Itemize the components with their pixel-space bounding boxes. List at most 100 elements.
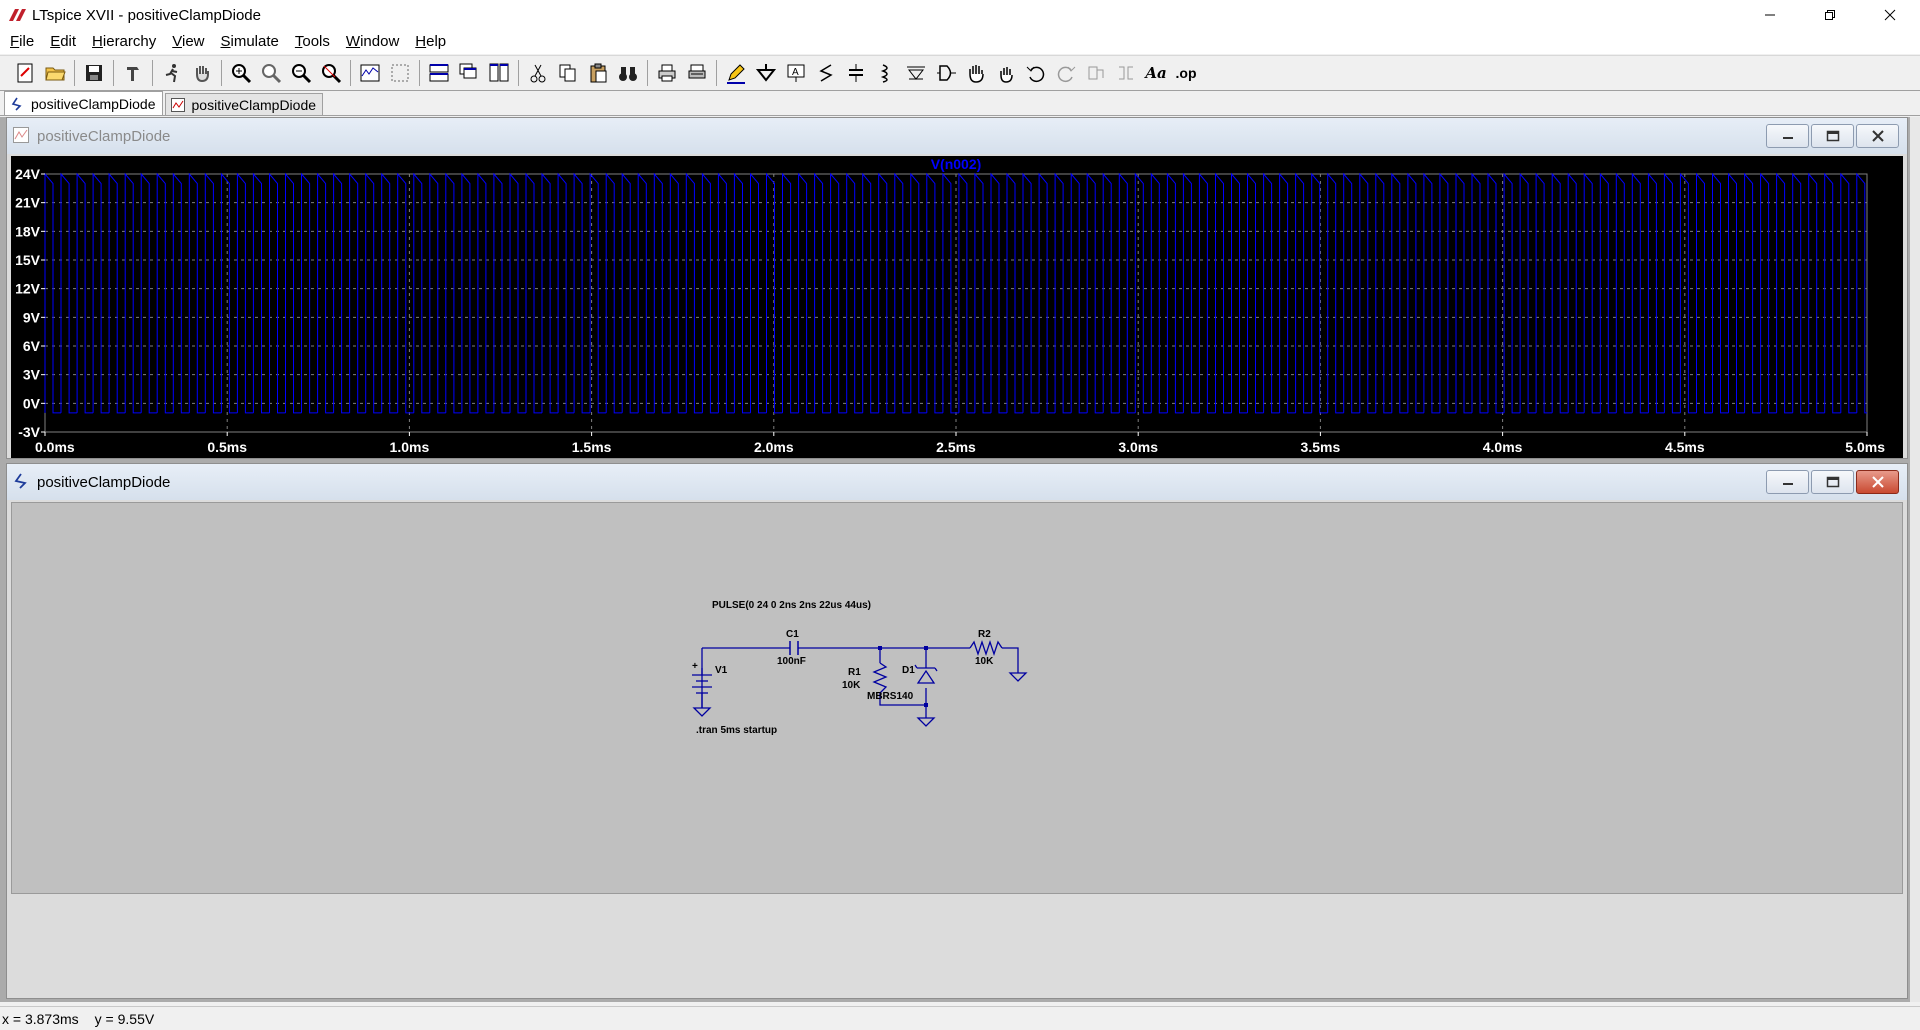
- schematic-minimize-button[interactable]: [1766, 470, 1809, 494]
- plot-minimize-button[interactable]: [1766, 124, 1809, 148]
- schematic-close-button[interactable]: [1856, 470, 1899, 494]
- tile-horizontal-icon: [429, 64, 449, 82]
- save-button[interactable]: [79, 58, 109, 88]
- menu-window[interactable]: Window: [345, 33, 400, 50]
- magnifier-icon: [262, 64, 282, 84]
- mark-data-button[interactable]: [385, 58, 415, 88]
- tile-horizontal-button[interactable]: [424, 58, 454, 88]
- menu-hierarchy[interactable]: Hierarchy: [92, 33, 157, 50]
- place-text-button[interactable]: Aa: [1141, 58, 1171, 88]
- cascade-button[interactable]: [454, 58, 484, 88]
- r1-label[interactable]: R1: [848, 667, 861, 678]
- trace-label[interactable]: V(n002): [931, 156, 982, 172]
- place-inductor-button[interactable]: [871, 58, 901, 88]
- schematic-maximize-button[interactable]: [1811, 470, 1854, 494]
- place-component-button[interactable]: [931, 58, 961, 88]
- pan-button[interactable]: [256, 58, 286, 88]
- print-button[interactable]: [652, 58, 682, 88]
- place-capacitor-button[interactable]: [841, 58, 871, 88]
- svg-text:+: +: [692, 661, 698, 672]
- r1-resistor[interactable]: [872, 662, 888, 694]
- halt-button[interactable]: [187, 58, 217, 88]
- trace-line[interactable]: [44, 172, 1867, 414]
- c1-capacitor[interactable]: [789, 641, 799, 655]
- hammer-icon: [127, 67, 139, 81]
- move-button[interactable]: [961, 58, 991, 88]
- printer-icon: [658, 64, 676, 82]
- minimize-button[interactable]: [1740, 0, 1800, 30]
- copy-button[interactable]: [553, 58, 583, 88]
- open-button[interactable]: [40, 58, 70, 88]
- plot-close-button[interactable]: [1856, 124, 1899, 148]
- plot-maximize-button[interactable]: [1811, 124, 1854, 148]
- c1-value-label[interactable]: 100nF: [777, 656, 806, 667]
- vertical-scrollbar[interactable]: [1910, 117, 1920, 1002]
- control-panel-button[interactable]: [118, 58, 148, 88]
- d1-model-label[interactable]: MBRS140: [867, 691, 914, 702]
- window-title: LTspice XVII - positiveClampDiode: [32, 6, 261, 24]
- x-tick-label: 1.0ms: [390, 439, 430, 455]
- spice-directive-icon: .op: [1175, 65, 1197, 81]
- menu-edit[interactable]: Edit: [50, 33, 77, 50]
- d1-diode[interactable]: [914, 664, 938, 684]
- autorange-button[interactable]: [355, 58, 385, 88]
- print-preview-button[interactable]: [682, 58, 712, 88]
- place-diode-button[interactable]: [901, 58, 931, 88]
- r2-label[interactable]: R2: [978, 629, 991, 640]
- draw-wire-button[interactable]: [721, 58, 751, 88]
- r2-value-label[interactable]: 10K: [975, 656, 994, 667]
- tran-directive[interactable]: .tran 5ms startup: [696, 725, 777, 736]
- tile-vertical-icon: [489, 63, 509, 82]
- rotate-button[interactable]: [1081, 58, 1111, 88]
- c1-label[interactable]: C1: [786, 629, 799, 640]
- zoom-out-button[interactable]: [286, 58, 316, 88]
- move-hand-icon: [969, 65, 984, 83]
- new-schematic-button[interactable]: [10, 58, 40, 88]
- run-button[interactable]: [157, 58, 187, 88]
- x-tick-label: 2.0ms: [754, 439, 794, 455]
- menu-tools[interactable]: Tools: [294, 33, 330, 50]
- restore-button[interactable]: [1800, 0, 1860, 30]
- menu-help[interactable]: Help: [415, 33, 447, 50]
- tab-waveform[interactable]: positiveClampDiode: [164, 93, 324, 115]
- d1-label[interactable]: D1: [902, 665, 915, 676]
- source-spec-label[interactable]: PULSE(0 24 0 2ns 2ns 22us 44us): [712, 600, 871, 611]
- v1-label[interactable]: V1: [715, 665, 728, 676]
- schematic-labels: PULSE(0 24 0 2ns 2ns 22us 44us) V1 C1 10…: [696, 600, 994, 736]
- find-button[interactable]: [613, 58, 643, 88]
- save-icon: [86, 65, 102, 81]
- schematic-window-title-bar[interactable]: positiveClampDiode: [7, 464, 1907, 500]
- ground-symbols: [916, 672, 1028, 727]
- x-tick-label: 0.0ms: [35, 439, 75, 455]
- v1-voltage-source[interactable]: +: [692, 661, 712, 717]
- menu-file[interactable]: File: [10, 33, 35, 50]
- paste-button[interactable]: [583, 58, 613, 88]
- redo-button[interactable]: [1051, 58, 1081, 88]
- undo-button[interactable]: [1021, 58, 1051, 88]
- r1-value-label[interactable]: 10K: [842, 680, 861, 691]
- menu-bar: File Edit Hierarchy View Simulate Tools …: [0, 30, 1920, 54]
- zoom-in-button[interactable]: [226, 58, 256, 88]
- tab-schematic[interactable]: positiveClampDiode: [4, 91, 163, 115]
- cursor-y-readout: y = 9.55V: [94, 1010, 155, 1027]
- r2-resistor[interactable]: [969, 639, 1003, 657]
- place-resistor-button[interactable]: [811, 58, 841, 88]
- plot-window-title-bar[interactable]: positiveClampDiode: [7, 118, 1907, 154]
- tile-vertical-button[interactable]: [484, 58, 514, 88]
- label-net-button[interactable]: A: [781, 58, 811, 88]
- zoom-fit-button[interactable]: [316, 58, 346, 88]
- paste-icon: [590, 63, 607, 83]
- drag-button[interactable]: [991, 58, 1021, 88]
- menu-view[interactable]: View: [172, 33, 205, 50]
- menu-simulate[interactable]: Simulate: [220, 33, 279, 50]
- cut-button[interactable]: [523, 58, 553, 88]
- y-tick-label: 3V: [23, 367, 41, 383]
- minimize-icon: [1765, 14, 1775, 16]
- schematic-canvas[interactable]: +: [11, 502, 1903, 894]
- spice-directive-button[interactable]: .op: [1171, 58, 1201, 88]
- close-button[interactable]: [1860, 0, 1920, 30]
- place-ground-button[interactable]: [751, 58, 781, 88]
- mirror-button[interactable]: [1111, 58, 1141, 88]
